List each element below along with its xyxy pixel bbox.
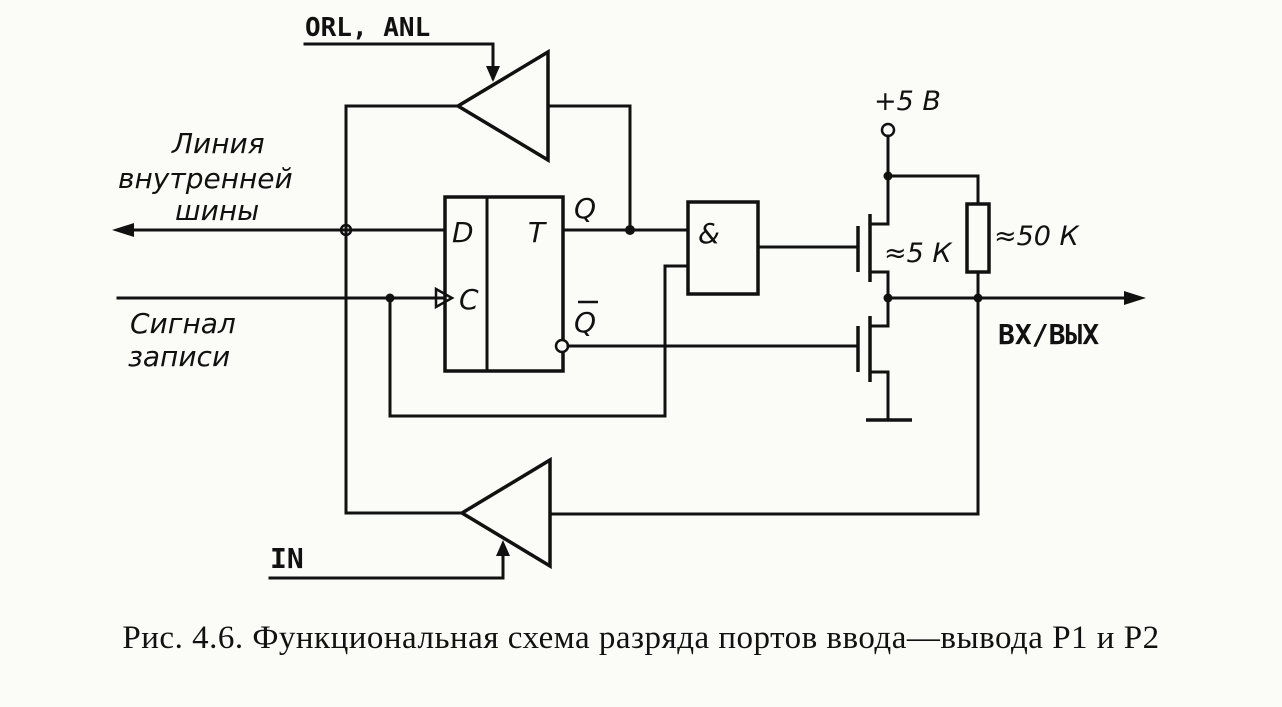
lower-transistor bbox=[856, 296, 912, 422]
io-label: ВХ/ВЫХ bbox=[998, 318, 1099, 351]
and-gate bbox=[686, 200, 858, 296]
orl-anl-control-line bbox=[303, 42, 500, 82]
q-output-line bbox=[561, 225, 690, 235]
in-label: IN bbox=[270, 542, 304, 575]
q-label: Q bbox=[574, 192, 596, 225]
vcc-supply bbox=[880, 122, 980, 206]
bus-line-label-1: Линия bbox=[171, 127, 265, 160]
figure-caption: Рис. 4.6. Функциональная схема разряда п… bbox=[122, 620, 1160, 656]
vcc-label: +5 В bbox=[874, 86, 941, 117]
and-gate-label: & bbox=[698, 217, 720, 250]
trigger-t-label: T bbox=[528, 216, 547, 249]
bus-line-label-3: шины bbox=[175, 194, 259, 227]
bus-line bbox=[112, 223, 447, 237]
orl-anl-label: ORL, ANL bbox=[305, 13, 430, 43]
q-bar-text: Q bbox=[574, 306, 596, 339]
upper-transistor bbox=[856, 174, 890, 300]
in-control-line bbox=[268, 540, 510, 580]
write-signal-label-2: записи bbox=[128, 340, 230, 373]
write-signal-line bbox=[116, 264, 690, 418]
trigger-d-label: D bbox=[452, 216, 474, 249]
bottom-buffer bbox=[344, 228, 980, 570]
q-bar-label: Q bbox=[574, 300, 598, 339]
top-buffer bbox=[344, 48, 632, 232]
trigger-c-label: C bbox=[459, 283, 479, 316]
r-50k-label: ≈50 К bbox=[994, 221, 1081, 252]
r-5k-label: ≈5 К bbox=[884, 238, 953, 269]
write-signal-label-1: Сигнал bbox=[130, 307, 236, 340]
io-output-line bbox=[883, 291, 1146, 516]
bus-line-label-2: внутренней bbox=[118, 162, 293, 195]
pullup-resistor bbox=[965, 202, 991, 300]
